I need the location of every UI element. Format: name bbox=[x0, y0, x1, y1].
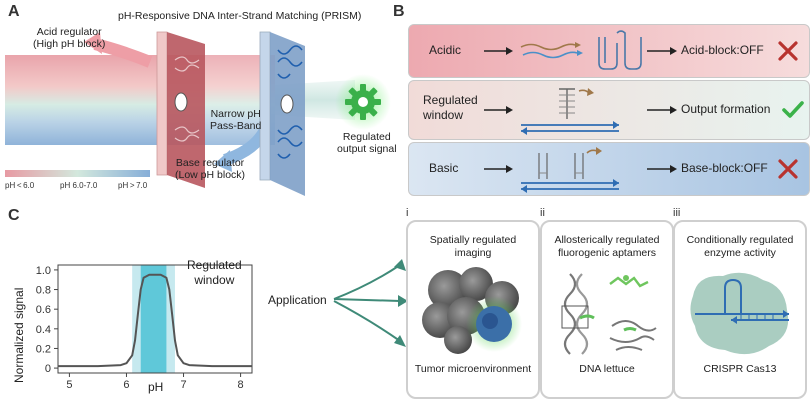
application-arrows bbox=[333, 259, 408, 347]
check-icon bbox=[782, 101, 804, 118]
output-signal-label: Regulated output signal bbox=[337, 131, 397, 155]
panel-a-letter: A bbox=[8, 3, 20, 20]
application-label: Application bbox=[268, 293, 327, 307]
dna-lettuce-structure bbox=[561, 273, 657, 355]
scale-low-label: pH < 6.0 bbox=[5, 181, 35, 190]
row-basic: Basic Base-block:OFF bbox=[408, 142, 810, 196]
card-imaging-caption: Tumor microenvironment bbox=[414, 363, 532, 375]
x-tick-label: 7 bbox=[180, 379, 186, 391]
card-enzyme-caption: CRISPR Cas13 bbox=[703, 363, 777, 375]
y-tick-label: 1.0 bbox=[36, 265, 51, 277]
card-enzyme: Conditionally regulated enzyme activity … bbox=[673, 220, 807, 399]
row-acidic: Acidic Acid-block:OFF bbox=[408, 24, 810, 78]
y-tick-label: 0.4 bbox=[36, 324, 51, 336]
card-enzyme-title: Conditionally regulated enzyme activity bbox=[686, 234, 794, 259]
card-imaging-title: Spatially regulated imaging bbox=[429, 234, 517, 259]
plot-frame bbox=[57, 264, 253, 374]
card-iii-number: iii bbox=[673, 207, 681, 219]
x-tick-label: 6 bbox=[123, 379, 129, 391]
row-regulated-result: Output formation bbox=[681, 102, 771, 116]
scale-high-label: pH > 7.0 bbox=[118, 181, 148, 190]
row-basic-result: Base-block:OFF bbox=[681, 161, 768, 175]
y-tick-label: 0 bbox=[45, 363, 51, 375]
card-aptamers-caption: DNA lettuce bbox=[579, 363, 635, 375]
base-regulator-label: Base regulator (Low pH block) bbox=[175, 157, 246, 181]
regulated-window-annotation: Regulated window bbox=[187, 258, 242, 287]
panel-c-letter: C bbox=[8, 207, 20, 224]
panel-b-letter: B bbox=[393, 3, 405, 20]
y-tick-label: 0.2 bbox=[36, 343, 51, 355]
row-acidic-label: Acidic bbox=[429, 43, 462, 57]
card-i-number: i bbox=[406, 207, 409, 219]
ph-response-chart: 5 6 7 8 0 0.2 0.4 0.6 0.8 1.0 bbox=[36, 264, 253, 391]
signal-curve bbox=[58, 273, 252, 368]
row-regulated-window: Regulated window Output formation bbox=[408, 80, 810, 140]
cas13-illustration bbox=[690, 272, 789, 355]
cross-icon bbox=[778, 159, 798, 179]
row-regulated-label: Regulated window bbox=[423, 93, 478, 122]
prism-title: pH-Responsive DNA Inter-Strand Matching … bbox=[118, 10, 362, 22]
card-imaging: Spatially regulated imaging Tumor microe… bbox=[406, 220, 540, 399]
card-aptamers: Allosterically regulated fluorogenic apt… bbox=[540, 220, 674, 399]
row-acidic-result: Acid-block:OFF bbox=[681, 43, 764, 57]
acid-regulator-label: Acid regulator (High pH block) bbox=[33, 26, 106, 50]
row-basic-label: Basic bbox=[429, 161, 459, 175]
x-tick-label: 5 bbox=[66, 379, 72, 391]
passband-label: Narrow pH Pass-Band bbox=[210, 108, 262, 132]
window-inner-band bbox=[140, 265, 167, 373]
x-tick-label: 8 bbox=[238, 379, 244, 391]
prism-schematic bbox=[5, 31, 355, 196]
gear-icon bbox=[335, 74, 391, 130]
cross-icon bbox=[778, 41, 798, 61]
x-axis-label: pH bbox=[148, 380, 164, 394]
y-axis-label: Normalized signal bbox=[12, 287, 26, 383]
y-tick-label: 0.6 bbox=[36, 304, 51, 316]
scale-mid-label: pH 6.0-7.0 bbox=[60, 181, 98, 190]
y-tick-label: 0.8 bbox=[36, 285, 51, 297]
card-aptamers-title: Allosterically regulated fluorogenic apt… bbox=[554, 234, 660, 259]
tumor-cells-illustration bbox=[422, 267, 522, 354]
card-ii-number: ii bbox=[540, 207, 545, 219]
